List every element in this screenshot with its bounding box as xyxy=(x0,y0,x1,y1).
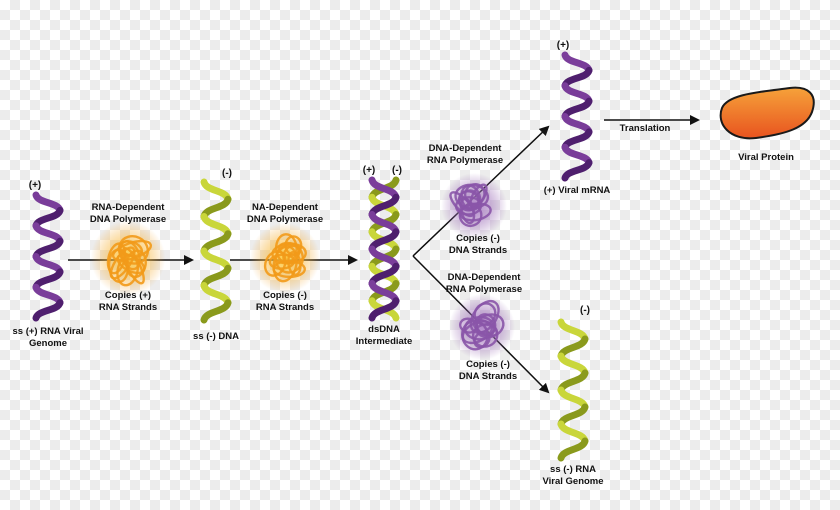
ss-plus-rna-sign: (+) xyxy=(29,180,42,191)
helix-segment xyxy=(368,297,400,322)
helix-segment xyxy=(561,51,593,74)
ss-minus-rna-label-1: ss (-) RNA xyxy=(550,464,596,475)
ddp-top-1: NA-Dependent xyxy=(252,202,319,213)
enzyme-strand xyxy=(106,242,127,275)
dsdna-label-2: Intermediate xyxy=(356,336,413,347)
helix-segment xyxy=(557,352,589,377)
helix-segment xyxy=(557,386,589,411)
ss-minus-rna-label-2: Viral Genome xyxy=(542,476,603,487)
ss-minus-dna-label: ss (-) DNA xyxy=(193,331,239,342)
ddrp-lower-top-1: DNA-Dependent xyxy=(448,272,522,283)
viral-mrna-sign: (+) xyxy=(557,40,570,51)
ddrp-upper-top-2: RNA Polymerase xyxy=(427,155,503,166)
viral-mrna-label: (+) Viral mRNA xyxy=(544,185,611,196)
rdrp-enzyme-blob xyxy=(90,220,166,296)
viral-protein-label: Viral Protein xyxy=(738,152,794,163)
helix-segment xyxy=(32,283,64,307)
ss-minus-rna-helix xyxy=(557,318,589,462)
ddp-bottom-2: RNA Strands xyxy=(256,302,314,313)
enzyme-strand xyxy=(475,313,505,339)
dsdna-helix xyxy=(368,176,400,322)
rdrp-top-1: RNA-Dependent xyxy=(92,202,166,213)
dsdna-plus-sign: (+) xyxy=(363,165,376,176)
rdrp-bottom-2: RNA Strands xyxy=(99,302,157,313)
ddp-top-2: DNA Polymerase xyxy=(247,214,323,225)
ss-plus-rna-label-1: ss (+) RNA Viral xyxy=(12,326,83,337)
enzyme-strand xyxy=(109,246,136,280)
helix-segment xyxy=(561,97,593,120)
helix-segment xyxy=(561,113,593,136)
ddrp-lower-bottom-2: DNA Strands xyxy=(459,371,517,382)
dsdna-minus-sign: (-) xyxy=(392,165,402,176)
rdrp-top-2: DNA Polymerase xyxy=(90,214,166,225)
helix-segment xyxy=(200,178,232,203)
enzyme-strand xyxy=(459,317,478,334)
ddrp-upper-enzyme-blob xyxy=(441,173,507,239)
ddrp-lower-top-2: RNA Polymerase xyxy=(446,284,522,295)
ss-minus-rna-sign: (-) xyxy=(580,305,590,316)
ddrp-upper-bottom-1: Copies (-) xyxy=(456,233,500,244)
enzyme-strand xyxy=(272,245,298,283)
helix-segment xyxy=(561,128,593,151)
viral-protein-shape xyxy=(719,86,815,140)
helix-segment xyxy=(32,253,64,276)
ss-plus-rna-label-2: Genome xyxy=(29,338,67,349)
helix-segment xyxy=(200,282,232,307)
ddp-enzyme-blob xyxy=(249,222,321,294)
helix-segment xyxy=(200,230,232,255)
helix-segment xyxy=(561,82,593,105)
helix-segment xyxy=(32,268,64,291)
helix-segment xyxy=(200,195,232,220)
helix-segment xyxy=(32,237,64,260)
enzyme-strand xyxy=(118,240,144,258)
ddrp-upper-bottom-2: DNA Strands xyxy=(449,245,507,256)
helix-segment xyxy=(561,143,593,167)
helix-segment xyxy=(32,299,64,322)
enzyme-strand xyxy=(457,190,480,211)
helix-segment xyxy=(557,403,589,428)
ss-minus-dna-sign: (-) xyxy=(222,168,232,179)
helix-segment xyxy=(32,206,64,230)
enzyme-strand xyxy=(459,202,492,222)
ss-plus-rna-helix xyxy=(32,191,64,322)
helix-segment xyxy=(200,247,232,272)
ddrp-upper-top-1: DNA-Dependent xyxy=(429,143,503,154)
ddrp-lower-bottom-1: Copies (-) xyxy=(466,359,510,370)
ss-minus-dna-helix xyxy=(200,178,232,324)
enzyme-strand xyxy=(460,184,482,211)
helix-segment xyxy=(561,159,593,182)
helix-segment xyxy=(557,318,589,343)
enzyme-strand xyxy=(277,241,302,257)
helix-segment xyxy=(557,420,589,445)
ddrp-lower-enzyme-blob xyxy=(449,294,515,360)
helix-segment xyxy=(557,437,589,462)
helix-segment xyxy=(32,191,64,214)
enzyme-strand xyxy=(272,259,306,279)
translation-label: Translation xyxy=(620,123,671,134)
helix-segment xyxy=(557,335,589,360)
helix-segment xyxy=(32,222,64,245)
rdrp-bottom-1: Copies (+) xyxy=(105,290,151,301)
dsdna-label-1: dsDNA xyxy=(368,324,400,335)
helix-segment xyxy=(200,299,232,324)
helix-segment xyxy=(200,264,232,289)
helix-segment xyxy=(557,369,589,394)
ddp-bottom-1: Copies (-) xyxy=(263,290,307,301)
helix-segment xyxy=(200,213,232,238)
helix-segment xyxy=(561,66,593,90)
viral-mrna-helix xyxy=(561,51,593,182)
